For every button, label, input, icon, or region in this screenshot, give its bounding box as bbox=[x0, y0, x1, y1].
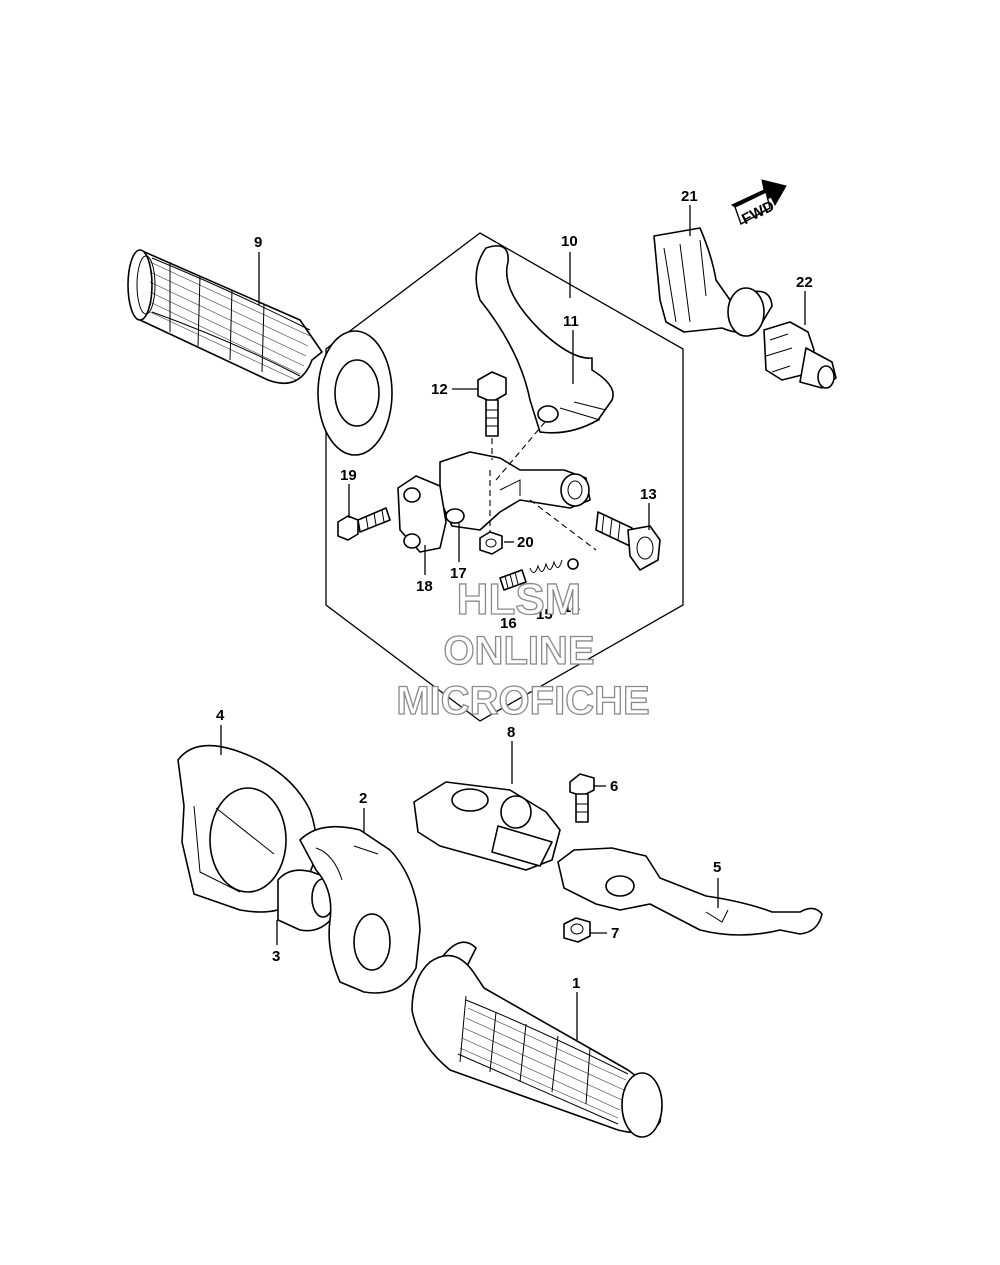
callout-11: 11 bbox=[563, 313, 579, 330]
part-14-ball bbox=[567, 558, 579, 570]
callout-5: 5 bbox=[713, 859, 721, 876]
part-1-grip-lower bbox=[411, 941, 663, 1138]
callout-9: 9 bbox=[254, 234, 262, 251]
watermark-line2: ONLINE bbox=[443, 629, 594, 673]
part-20-nut bbox=[479, 531, 503, 555]
callout-14: 14 bbox=[563, 599, 580, 616]
leader-lines bbox=[220, 205, 806, 1040]
part-8-cover bbox=[413, 781, 561, 871]
part-18-clamp bbox=[397, 475, 447, 553]
callout-4: 4 bbox=[216, 707, 225, 724]
assembly-boundary-hexagon bbox=[325, 232, 684, 722]
callout-18: 18 bbox=[416, 578, 433, 595]
callout-22: 22 bbox=[796, 274, 813, 291]
callout-6: 6 bbox=[610, 778, 618, 795]
callout-3: 3 bbox=[272, 948, 280, 965]
callout-13: 13 bbox=[640, 486, 657, 503]
callout-8: 8 bbox=[507, 724, 515, 741]
part-4-guard bbox=[177, 744, 317, 913]
callout-7: 7 bbox=[611, 925, 619, 942]
part-6-bolt bbox=[569, 773, 595, 823]
callout-15: 15 bbox=[536, 606, 553, 623]
part-5-lever bbox=[557, 847, 823, 936]
callout-1: 1 bbox=[572, 975, 580, 992]
part-9-grip-upper bbox=[127, 249, 393, 456]
part-15-spring bbox=[529, 559, 563, 573]
callout-labels: 9 10 11 12 13 19 20 17 18 16 15 14 21 22… bbox=[216, 188, 813, 992]
callout-19: 19 bbox=[340, 467, 357, 484]
assembly-lines bbox=[489, 421, 597, 551]
part-21-cover bbox=[653, 227, 773, 337]
part-10-lever bbox=[475, 245, 614, 434]
part-13-adjuster bbox=[595, 511, 661, 571]
callout-17: 17 bbox=[450, 565, 467, 582]
fwd-arrow: FWD bbox=[731, 179, 787, 228]
watermark-line1: HLSM bbox=[457, 575, 582, 624]
part-2-housing bbox=[299, 825, 421, 994]
part-19-bolt bbox=[337, 507, 391, 541]
callout-10: 10 bbox=[561, 233, 578, 250]
callout-12: 12 bbox=[431, 381, 448, 398]
part-16-spring-small bbox=[499, 569, 527, 591]
part-7-nut bbox=[563, 917, 591, 943]
callout-20: 20 bbox=[517, 534, 534, 551]
watermark: HLSM ONLINE MICROFICHE bbox=[396, 574, 651, 723]
callout-16: 16 bbox=[500, 615, 517, 632]
watermark-line3: MICROFICHE bbox=[396, 679, 649, 723]
part-12-bolt bbox=[477, 371, 507, 437]
part-17-bracket bbox=[439, 451, 591, 531]
part-22-adjuster bbox=[763, 321, 837, 389]
callout-2: 2 bbox=[359, 790, 367, 807]
callout-21: 21 bbox=[681, 188, 698, 205]
